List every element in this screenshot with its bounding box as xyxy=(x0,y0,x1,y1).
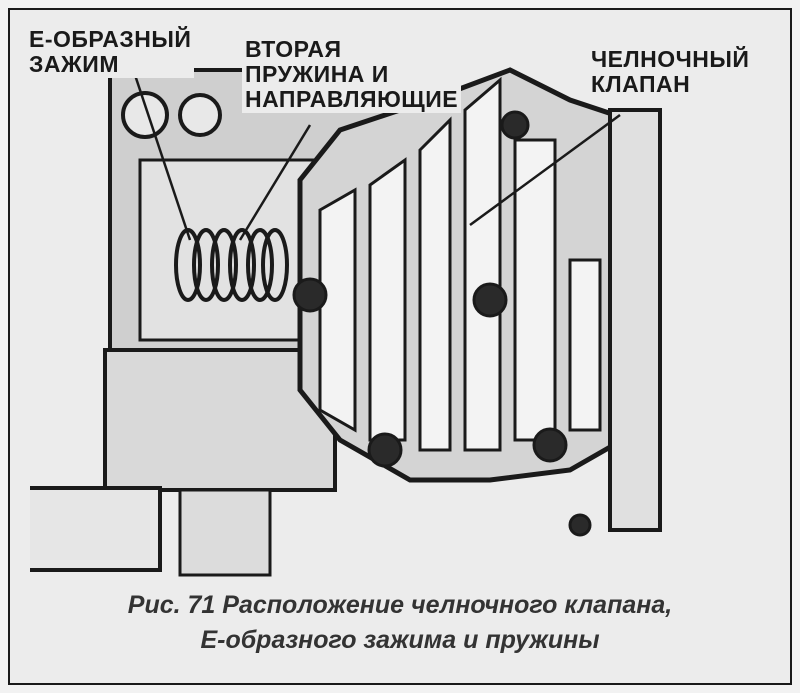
leader-shuttle xyxy=(469,113,621,227)
channel-6 xyxy=(568,258,602,432)
leader-lines xyxy=(133,74,621,241)
channel-4 xyxy=(463,76,502,452)
figure-caption: Рис. 71 Расположение челночного клапана,… xyxy=(10,588,790,658)
bolt xyxy=(367,432,403,468)
channel-3 xyxy=(418,116,452,452)
valve-channels xyxy=(318,76,602,452)
bolt xyxy=(500,110,530,140)
spring-coil xyxy=(261,228,289,302)
second-spring xyxy=(174,228,289,302)
right-housing-edge xyxy=(608,108,662,532)
e-clip-ring xyxy=(121,91,169,139)
label-e-clip: Е-ОБРАЗНЫЙ ЗАЖИМ xyxy=(26,26,195,78)
channel-2 xyxy=(368,157,407,442)
spring-coil xyxy=(210,228,238,302)
housing-bottom-rail xyxy=(30,486,162,572)
bolt xyxy=(472,282,508,318)
spring-coil xyxy=(246,228,274,302)
label-shuttle-valve: ЧЕЛНОЧНЫЙ КЛАПАН xyxy=(588,46,753,98)
bolt xyxy=(292,277,328,313)
caption-line-2: Е-образного зажима и пружины xyxy=(200,626,600,654)
label-second-spring: ВТОРАЯ ПРУЖИНА И НАПРАВЛЯЮЩИЕ xyxy=(242,36,462,113)
spring-coil xyxy=(174,228,202,302)
housing-bottom-tab xyxy=(178,488,272,577)
spring-coil xyxy=(192,228,220,302)
leader-e-clip xyxy=(133,74,192,241)
bolt xyxy=(568,513,592,537)
e-clip-ring-2 xyxy=(178,93,222,137)
leader-spring xyxy=(238,124,312,241)
channel-5 xyxy=(513,138,557,442)
bolts xyxy=(292,110,592,537)
channel-1 xyxy=(318,187,357,433)
figure-frame: Е-ОБРАЗНЫЙ ЗАЖИМ ВТОРАЯ ПРУЖИНА И НАПРАВ… xyxy=(8,8,792,685)
valve-body-drawing xyxy=(30,67,662,577)
bolt xyxy=(532,427,568,463)
caption-line-1: Рис. 71 Расположение челночного клапана, xyxy=(127,591,673,619)
spring-coil xyxy=(228,228,256,302)
